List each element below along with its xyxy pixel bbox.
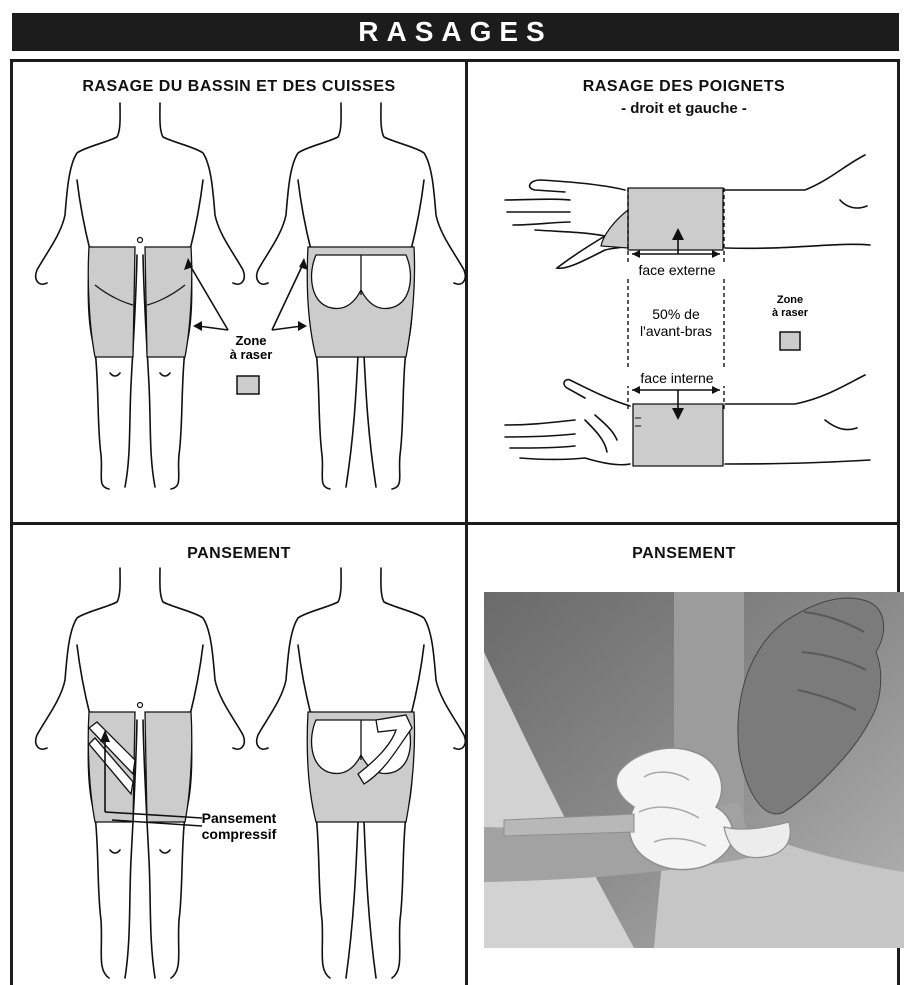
bandage-callout-line2: compressif	[198, 826, 280, 842]
panel-title-pansement-right: PANSEMENT	[468, 545, 900, 563]
bandage-callout-label: Pansement compressif	[198, 810, 280, 842]
bandage-callout-line1: Pansement	[198, 810, 280, 826]
photo-wrist-bandage	[484, 592, 904, 948]
